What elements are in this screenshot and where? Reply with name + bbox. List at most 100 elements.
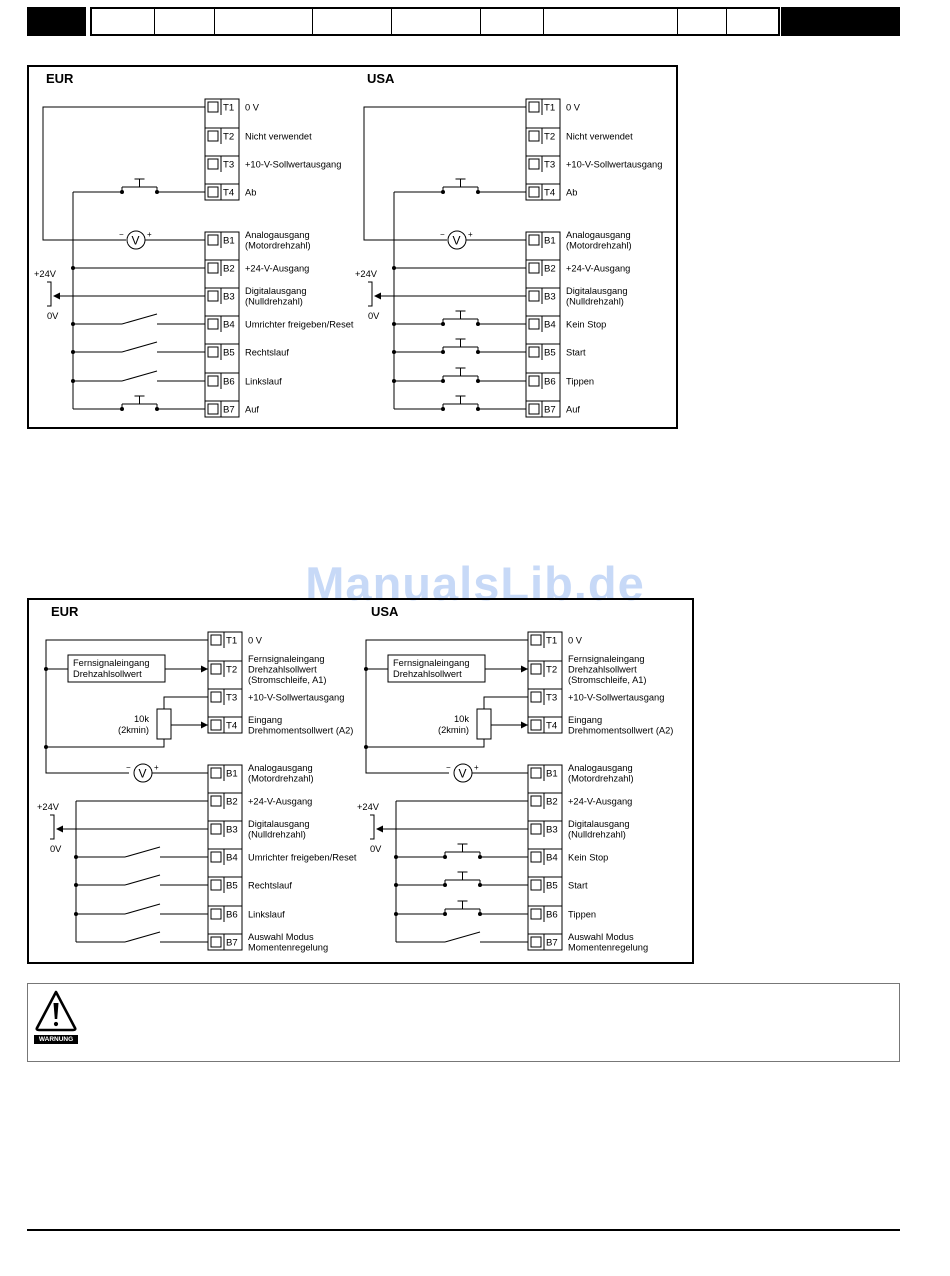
terminal-label-b2: +24-V-Ausgang (248, 797, 312, 807)
terminal-screw (207, 375, 219, 387)
switch-contact (121, 341, 158, 353)
supply-label-24v: +24V (34, 269, 57, 279)
terminal-screw (528, 403, 540, 415)
terminal-label-b6: Tippen (568, 910, 596, 920)
terminal-id: B4 (544, 320, 556, 331)
terminal-label-t3: +10-V-Sollwertausgang (566, 160, 662, 170)
terminal-id: B7 (226, 938, 238, 949)
terminal-block-t (207, 631, 243, 734)
terminal-label-t3: +10-V-Sollwertausgang (245, 160, 341, 170)
polarity-minus: − (119, 230, 124, 239)
header-cell[interactable] (392, 9, 481, 34)
header-cell[interactable] (92, 9, 155, 34)
diagram-frame (27, 65, 678, 429)
diagram-frame (27, 598, 694, 964)
terminal-label-t2: Drehzahlsollwert (248, 665, 317, 675)
terminal-screw (210, 767, 222, 779)
remote-signal-label: Fernsignaleingang (393, 658, 470, 668)
terminal-label-t4: Drehmomentsollwert (A2) (568, 726, 673, 736)
footer-rule (27, 1229, 900, 1231)
header-cell[interactable] (544, 9, 678, 34)
terminal-label-b4: Kein Stop (568, 853, 608, 863)
header-nav-strip (90, 7, 780, 36)
supply-label-24v: +24V (37, 802, 60, 812)
terminal-id: B2 (546, 797, 558, 808)
terminal-label-t3: +10-V-Sollwertausgang (568, 693, 664, 703)
terminal-label-b3: Digitalausgang (566, 286, 628, 296)
header-cell[interactable] (215, 9, 313, 34)
terminal-block-t (204, 98, 240, 201)
terminal-label-b3: (Nulldrehzahl) (245, 297, 303, 307)
header-left-block (27, 7, 86, 36)
terminal-id: T4 (546, 721, 558, 732)
terminal-label-t2: Fernsignaleingang (568, 654, 645, 664)
terminal-label-b2: +24-V-Ausgang (566, 264, 630, 274)
terminal-label-t1: 0 V (568, 636, 583, 646)
terminal-screw (210, 719, 222, 731)
wire (483, 696, 528, 709)
terminal-id: B2 (226, 797, 238, 808)
terminal-label-b7: Auf (245, 405, 259, 415)
terminal-id: B5 (226, 881, 238, 892)
polarity-minus: − (446, 763, 451, 772)
terminal-id: T4 (223, 188, 235, 199)
panel-title-usa: USA (371, 604, 399, 619)
terminal-label-b6: Linkslauf (245, 377, 282, 387)
terminal-id: B6 (226, 910, 238, 921)
terminal-label-b3: (Nulldrehzahl) (566, 297, 624, 307)
terminal-id: B7 (223, 405, 235, 416)
terminal-id: B6 (546, 910, 558, 921)
remote-signal-label: Drehzahlsollwert (73, 669, 142, 679)
terminal-label-b3: Digitalausgang (245, 286, 307, 296)
terminal-label-b5: Rechtslauf (248, 881, 292, 891)
terminal-screw (207, 186, 219, 198)
terminal-label-b4: Umrichter freigeben/Reset (245, 320, 354, 330)
terminal-label-t1: 0 V (245, 103, 260, 113)
pot-value: 10k (134, 714, 149, 724)
terminal-screw (210, 663, 222, 675)
junction-dot (364, 667, 368, 671)
terminal-label-b2: +24-V-Ausgang (245, 264, 309, 274)
terminal-id: B6 (544, 377, 556, 388)
terminal-id: B3 (223, 292, 235, 303)
supply-label-24v: +24V (355, 269, 378, 279)
terminal-id: B6 (223, 377, 235, 388)
pot-value: (2kmin) (118, 725, 149, 735)
terminal-id: T3 (226, 693, 237, 704)
polarity-plus: + (474, 763, 479, 772)
switch-contact (124, 903, 161, 915)
pot-value: (2kmin) (438, 725, 469, 735)
polarity-minus: − (126, 763, 131, 772)
terminal-label-t2: Fernsignaleingang (248, 654, 325, 664)
panel-title-eur: EUR (46, 71, 74, 86)
terminal-screw (530, 634, 542, 646)
terminal-screw (528, 158, 540, 170)
terminal-screw (528, 290, 540, 302)
terminal-id: B1 (544, 236, 556, 247)
terminal-screw (207, 101, 219, 113)
terminal-label-t1: 0 V (566, 103, 581, 113)
terminal-screw (210, 823, 222, 835)
terminal-screw (530, 719, 542, 731)
header-cell[interactable] (727, 9, 778, 34)
terminal-screw (530, 663, 542, 675)
remote-signal-box (67, 654, 166, 683)
terminal-screw (530, 851, 542, 863)
terminal-screw (530, 908, 542, 920)
terminal-id: B4 (223, 320, 235, 331)
terminal-screw (530, 691, 542, 703)
voltmeter-symbol: V (132, 234, 140, 248)
header-cell[interactable] (313, 9, 393, 34)
wire-0v-loop (45, 639, 208, 774)
junction-dot (364, 745, 368, 749)
terminal-id: B4 (226, 853, 238, 864)
header-cell[interactable] (481, 9, 545, 34)
terminal-id: B3 (544, 292, 556, 303)
terminal-label-b3: Digitalausgang (568, 819, 630, 829)
wire (163, 696, 208, 709)
header-cell[interactable] (155, 9, 216, 34)
remote-signal-label: Fernsignaleingang (73, 658, 150, 668)
header-cell[interactable] (678, 9, 728, 34)
terminal-label-t2: Nicht verwendet (245, 132, 312, 142)
